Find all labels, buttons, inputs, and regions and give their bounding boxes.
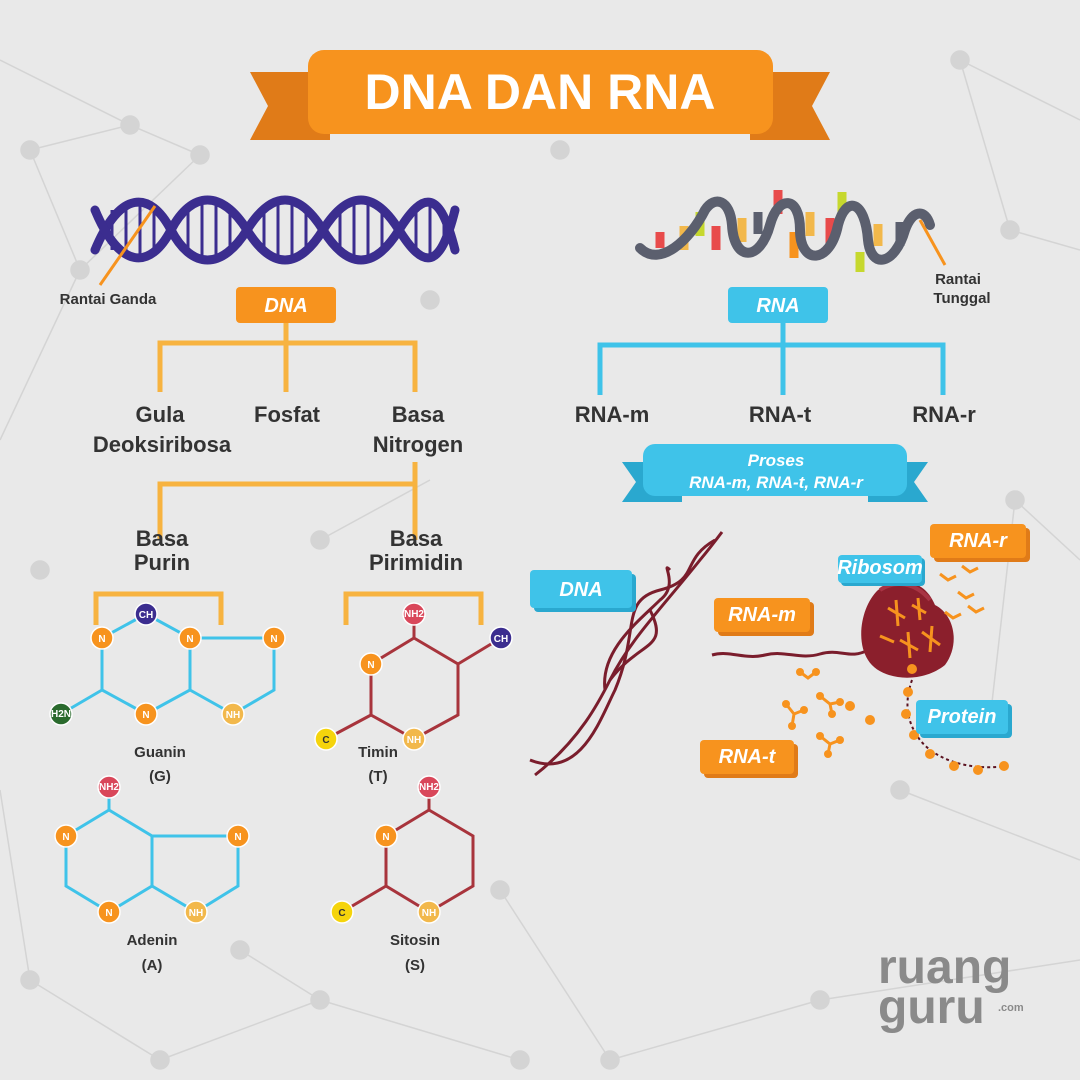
atom-nh2: NH2	[419, 782, 439, 793]
atom-h2n: H2N	[51, 709, 71, 720]
single-strand-label-line1: Rantai	[935, 271, 981, 288]
brand-line2: guru	[878, 981, 985, 1034]
background-network	[0, 50, 1080, 1070]
adenine-structure: NH2 N N N NH Adenin (A)	[54, 775, 250, 974]
process-label-rna-r: RNA-r	[930, 524, 1030, 562]
atom-nh: NH	[226, 710, 240, 721]
sugar-label-line2: Deoksiribosa	[93, 432, 232, 457]
sugar-label-line1: Gula	[136, 402, 186, 427]
process-illustration	[529, 531, 1009, 777]
rna-type-t: RNA-t	[749, 402, 812, 427]
page-title: DNA DAN RNA	[365, 64, 716, 120]
banner-body	[308, 50, 773, 134]
brand-logo: ruang guru .com	[878, 941, 1024, 1034]
purine-label-line2: Purin	[134, 550, 190, 575]
single-strand-label-line2: Tunggal	[933, 290, 990, 307]
double-strand-label: Rantai Ganda	[60, 291, 157, 308]
purine-label-line1: Basa	[136, 526, 189, 551]
rna-tree: RNA RNA-m RNA-t RNA-r	[575, 287, 976, 427]
process-banner: Proses RNA-m, RNA-t, RNA-r	[622, 444, 928, 502]
atom-n: N	[270, 634, 277, 645]
process-label-protein: Protein	[916, 700, 1012, 738]
process-label-ribosome: Ribosom	[837, 555, 925, 586]
adenine-name: Adenin	[127, 932, 178, 949]
atom-n: N	[382, 832, 389, 843]
thymine-code: (T)	[368, 768, 387, 785]
phosphate-label: Fosfat	[254, 402, 321, 427]
atom-ch: CH	[494, 634, 508, 645]
pyrimidine-label-line2: Pirimidin	[369, 550, 463, 575]
cytosine-structure: NH2 N NH C Sitosin (S)	[330, 775, 475, 974]
process-title-line1: Proses	[748, 451, 805, 470]
dna-tag-label: DNA	[264, 295, 307, 317]
dna-helix-icon	[90, 195, 460, 286]
process-label-rna-m: RNA-m	[714, 598, 814, 636]
rna-tag	[728, 287, 828, 323]
atom-n: N	[234, 832, 241, 843]
atom-c: C	[322, 735, 329, 746]
atom-ch: CH	[139, 610, 153, 621]
rna-type-m: RNA-m	[575, 402, 650, 427]
dna-tree: DNA Gula Deoksiribosa Fosfat Basa Nitrog…	[93, 287, 484, 625]
rna-tag-label: RNA	[756, 295, 799, 317]
title-banner: DNA DAN RNA	[250, 50, 830, 140]
atom-nh2: NH2	[99, 782, 119, 793]
process-label-rna-t: RNA-t	[700, 740, 798, 778]
guanine-name: Guanin	[134, 744, 186, 761]
double-strand-pointer	[98, 205, 157, 286]
process-title-line2: RNA-m, RNA-t, RNA-r	[689, 473, 864, 492]
process-label-dna-text: DNA	[559, 579, 602, 601]
atom-n: N	[105, 908, 112, 919]
cytosine-name: Sitosin	[390, 932, 440, 949]
base-label-line1: Basa	[392, 402, 445, 427]
process-label-dna: DNA	[530, 570, 636, 612]
process-label-protein-text: Protein	[928, 706, 997, 728]
guanine-structure: CH N N N N NH H2N Guanin (G)	[49, 602, 286, 785]
atom-nh2: NH2	[404, 609, 424, 620]
ribosome-shape	[861, 581, 954, 678]
cytosine-code: (S)	[405, 957, 425, 974]
atom-n: N	[62, 832, 69, 843]
thymine-name: Timin	[358, 744, 398, 761]
pyrimidine-label-line1: Basa	[390, 526, 443, 551]
process-label-rna-t-text: RNA-t	[719, 746, 777, 768]
atom-n: N	[142, 710, 149, 721]
adenine-code: (A)	[142, 957, 163, 974]
atom-c: C	[338, 908, 345, 919]
rna-type-r: RNA-r	[912, 402, 976, 427]
atom-n: N	[98, 634, 105, 645]
atom-nh: NH	[407, 735, 421, 746]
atom-nh: NH	[422, 908, 436, 919]
rna-strand-icon	[635, 190, 947, 272]
atom-nh: NH	[189, 908, 203, 919]
brand-suffix: .com	[998, 1002, 1024, 1014]
guanine-code: (G)	[149, 768, 171, 785]
base-label-line2: Nitrogen	[373, 432, 463, 457]
thymine-structure: NH2 CH N NH C Timin (T)	[314, 602, 513, 785]
process-label-rna-r-text: RNA-r	[949, 530, 1008, 552]
atom-n: N	[186, 634, 193, 645]
process-label-rna-m-text: RNA-m	[728, 604, 796, 626]
atom-n: N	[367, 660, 374, 671]
process-label-ribosome-text: Ribosom	[837, 557, 923, 579]
single-strand-pointer	[918, 219, 947, 266]
brand-line1: ruang	[878, 941, 1011, 994]
dna-tag	[236, 287, 336, 323]
